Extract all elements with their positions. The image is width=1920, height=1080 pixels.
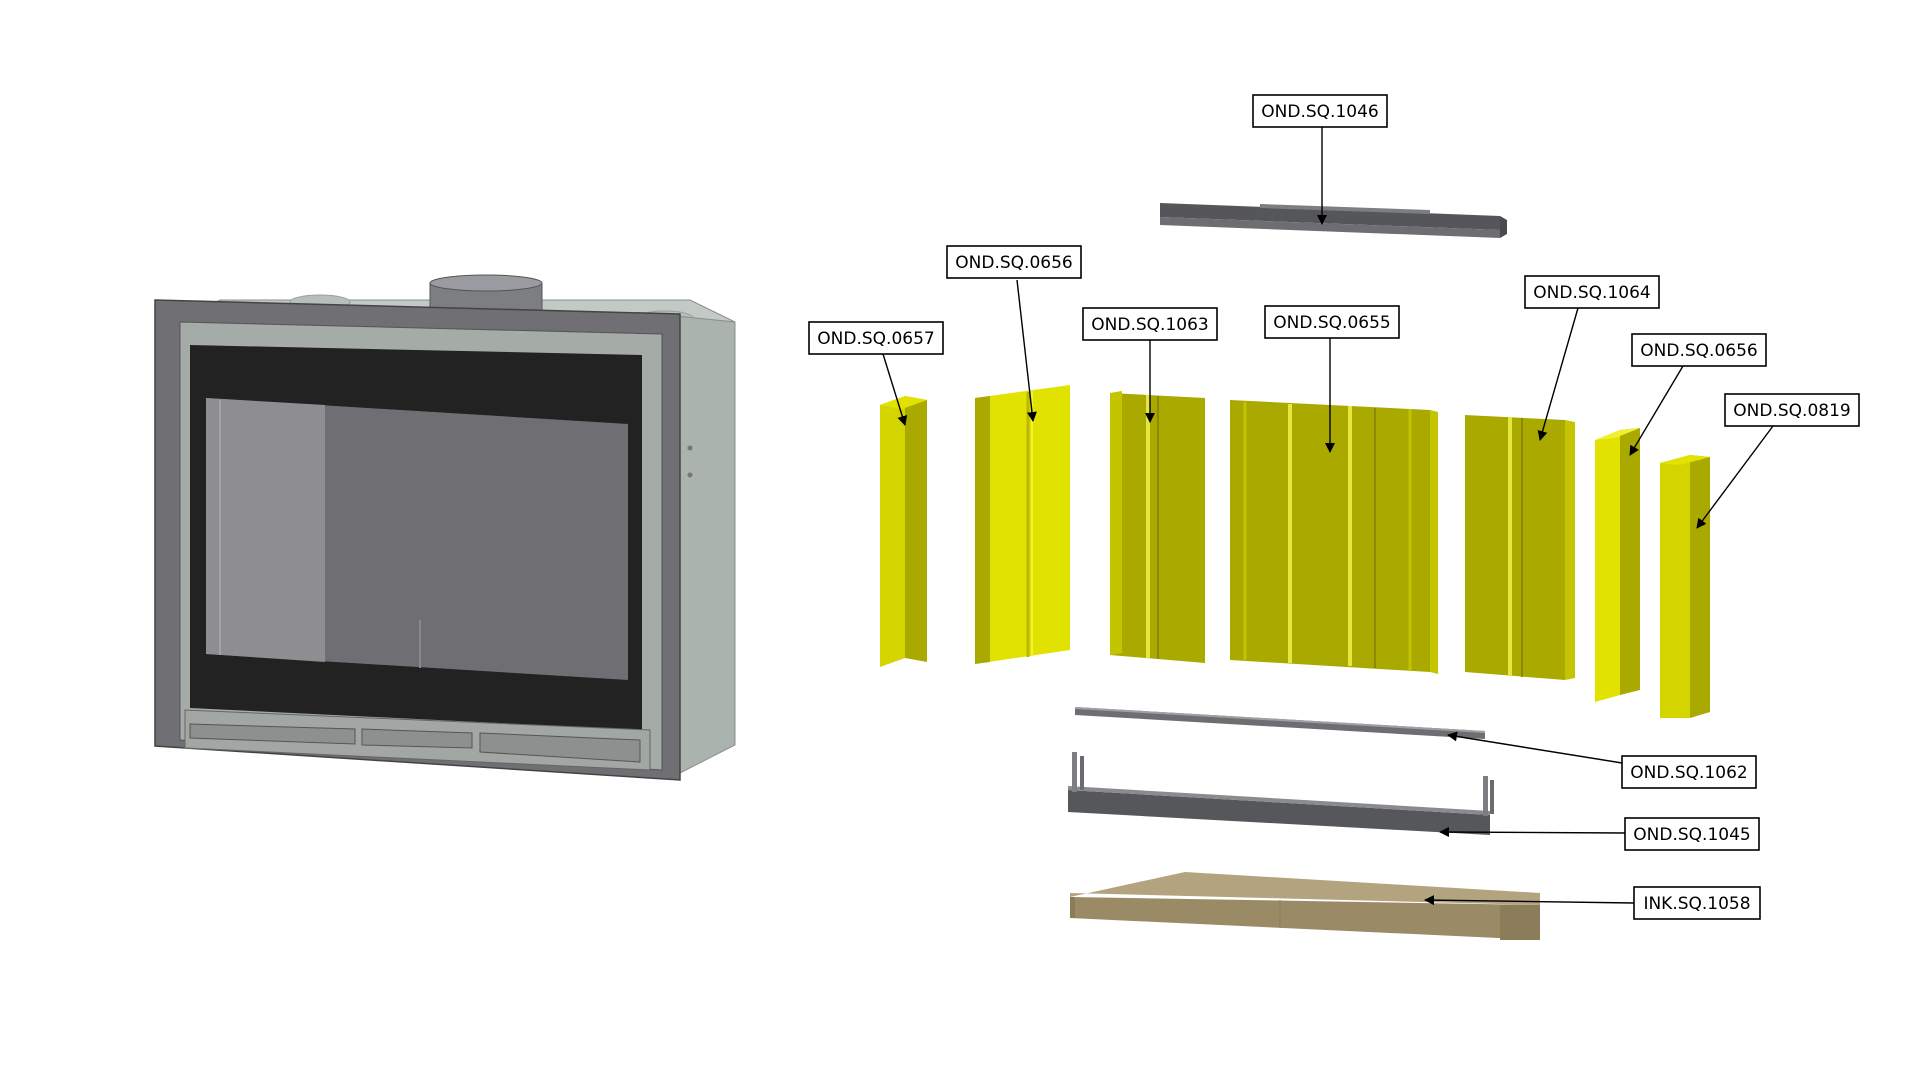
callout-side-narrow-right: OND.SQ.0656 <box>1631 333 1767 367</box>
leader-side-narrow-right <box>1629 365 1684 456</box>
callout-side-far-right: OND.SQ.0819 <box>1724 393 1860 427</box>
callout-base-plate: INK.SQ.1058 <box>1633 886 1761 920</box>
callout-label: OND.SQ.1062 <box>1630 763 1747 783</box>
callout-side-wide-left: OND.SQ.0656 <box>946 245 1082 279</box>
callout-label: OND.SQ.0819 <box>1733 401 1850 421</box>
callout-label: OND.SQ.0657 <box>817 329 934 349</box>
callout-back-left: OND.SQ.1063 <box>1082 307 1218 341</box>
leader-back-right <box>1537 307 1579 441</box>
callout-top-deflector: OND.SQ.1046 <box>1252 94 1388 128</box>
callout-label: OND.SQ.0656 <box>1640 341 1757 361</box>
part-side-far-right <box>1660 455 1710 718</box>
leader-base-plate <box>1424 895 1635 906</box>
callout-side-narrow-left: OND.SQ.0657 <box>808 321 944 355</box>
fireplace-insert <box>154 274 736 781</box>
part-grate-rod <box>1075 707 1485 739</box>
part-back-center <box>1230 400 1438 674</box>
callout-label: OND.SQ.0656 <box>955 253 1072 273</box>
part-front-rail <box>1068 752 1494 835</box>
callout-back-right: OND.SQ.1064 <box>1524 275 1660 309</box>
part-back-left <box>1110 391 1205 663</box>
callout-grate-rod: OND.SQ.1062 <box>1621 755 1757 789</box>
callout-label: OND.SQ.1046 <box>1261 102 1378 122</box>
leader-side-wide-left <box>1016 279 1037 422</box>
part-base-plate <box>1070 872 1540 940</box>
callout-label: OND.SQ.1045 <box>1633 825 1750 845</box>
callout-label: INK.SQ.1058 <box>1643 894 1750 914</box>
callout-label: OND.SQ.0655 <box>1273 313 1390 333</box>
leader-side-far-right <box>1696 425 1774 529</box>
callout-label: OND.SQ.1064 <box>1533 283 1650 303</box>
part-side-wide-left <box>975 385 1070 664</box>
part-side-narrow-right <box>1595 428 1640 702</box>
leader-grate-rod <box>1447 731 1623 764</box>
callout-label: OND.SQ.1063 <box>1091 315 1208 335</box>
part-top-deflector <box>1160 203 1507 238</box>
part-side-narrow-left <box>880 396 927 667</box>
callout-back-center: OND.SQ.0655 <box>1264 305 1400 339</box>
leader-front-rail <box>1439 827 1626 838</box>
callout-front-rail: OND.SQ.1045 <box>1624 817 1760 851</box>
leader-side-narrow-left <box>882 353 908 426</box>
part-back-right <box>1465 415 1575 680</box>
